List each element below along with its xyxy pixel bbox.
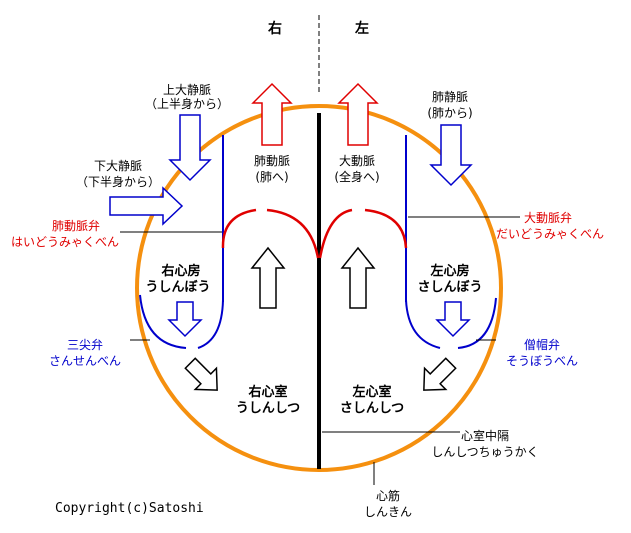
svc-label-1: 上大静脈 — [163, 83, 211, 97]
mitral-down-arrow — [435, 301, 471, 338]
copyright-text: Copyright(c)Satoshi — [55, 501, 204, 516]
pulm-valve-label-1: 肺動脈弁 — [52, 218, 100, 233]
ra-label-2: うしんぼう — [145, 280, 210, 295]
right-ventricle-up-arrow — [250, 246, 286, 309]
aortic-valve-label-1: 大動脈弁 — [524, 210, 572, 225]
lv-label-2: さしんしつ — [340, 401, 404, 416]
septum-label-1: 心室中隔 — [461, 428, 509, 443]
inferior-vena-cava-arrow — [109, 186, 184, 226]
pulm-vein-label-1: 肺静脈 — [432, 90, 468, 104]
rv-label-1: 右心室 — [247, 384, 287, 400]
pulmonary-valve-arch — [221, 208, 257, 249]
pulmonary-vein-arrow — [429, 124, 473, 187]
heart-outline — [135, 104, 503, 472]
lv-label-1: 左心室 — [352, 384, 391, 400]
aorta-arrow — [337, 82, 379, 146]
aortic-valve-arch-right — [364, 208, 408, 249]
mitral-label-1: 僧帽弁 — [524, 337, 560, 352]
pulm-vein-label-2: (肺から) — [427, 106, 472, 120]
ivc-label-2: （下半身から） — [76, 174, 160, 189]
rv-label-2: うしんしつ — [236, 401, 300, 416]
tricuspid-valve-left-curve — [139, 294, 187, 349]
tricuspid-label-1: 三尖弁 — [67, 337, 103, 352]
aortic-valve-arch-left — [318, 208, 353, 259]
pulm-artery-label-2: (肺へ) — [255, 170, 288, 184]
pulmonary-valve-arch-right — [266, 208, 320, 259]
aortic-valve-label-2: だいどうみゃくべん — [496, 227, 604, 241]
mitral-label-2: そうぼうべん — [506, 354, 578, 368]
tricuspid-valve-right-curve — [197, 299, 224, 349]
ivc-label-1: 下大静脈 — [94, 159, 142, 173]
pulm-artery-label-1: 肺動脈 — [254, 154, 290, 168]
tricuspid-down-arrow — [167, 301, 203, 338]
pulmonary-artery-arrow — [251, 82, 293, 146]
left-side-label: 左 — [354, 20, 369, 37]
superior-vena-cava-arrow — [168, 114, 212, 182]
la-label-1: 左心房 — [430, 263, 469, 279]
aorta-label-2: (全身へ) — [334, 169, 379, 184]
pulm-valve-label-2: はいどうみゃくべん — [11, 235, 119, 249]
right-side-label: 右 — [267, 20, 282, 37]
aorta-label-1: 大動脈 — [339, 154, 375, 168]
mitral-valve-left-curve — [405, 299, 441, 349]
left-ventricle-diag-arrow — [423, 357, 457, 391]
svc-label-2: （上半身から） — [145, 96, 229, 111]
right-ventricle-diag-arrow — [184, 357, 218, 391]
la-label-2: さしんぼう — [417, 280, 482, 295]
muscle-label-2: しんきん — [364, 505, 412, 519]
ra-label-1: 右心房 — [160, 263, 200, 279]
mitral-valve-right-curve — [457, 297, 497, 349]
left-ventricle-up-arrow — [340, 246, 376, 309]
tricuspid-label-2: さんせんべん — [49, 354, 121, 368]
septum-label-2: しんしつちゅうかく — [431, 445, 538, 459]
muscle-label-1: 心筋 — [376, 488, 400, 503]
